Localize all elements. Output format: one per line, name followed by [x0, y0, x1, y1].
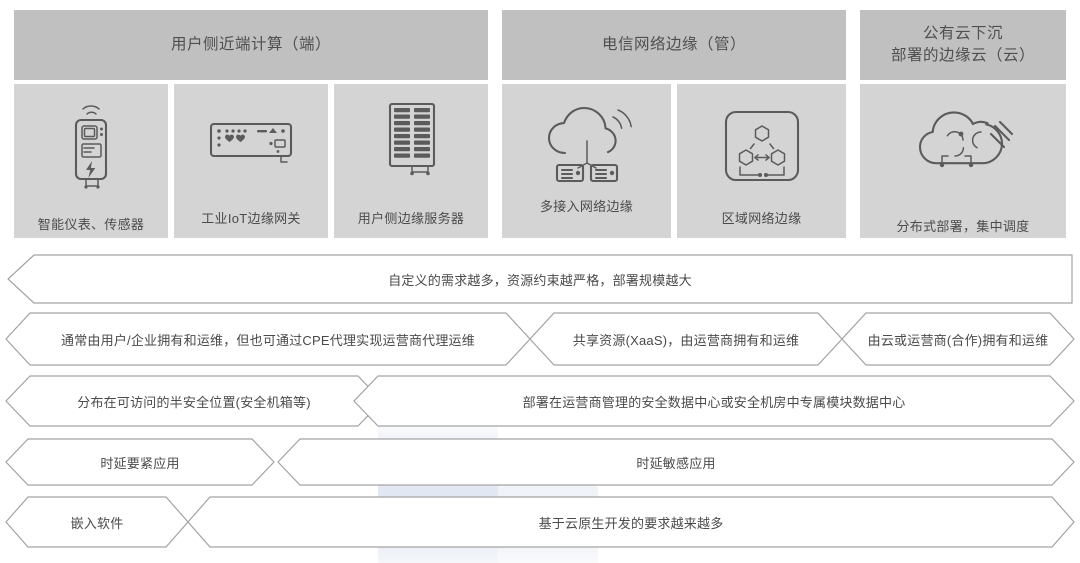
arrow-latency-critical[interactable]: 时延要紧应用: [4, 436, 276, 488]
group-public-cloud-edge-cards: 分布式部署，集中调度: [860, 84, 1066, 238]
band-ownership: 通常由用户/企业拥有和运维，但也可通过CPE代理实现运营商代理运维 共享资源(X…: [0, 310, 1080, 368]
group-edge-device: 用户侧近端计算（端）: [14, 10, 488, 238]
card-iot-gateway[interactable]: 工业IoT边缘网关: [174, 84, 328, 238]
cloud-access-icon: [502, 84, 671, 194]
iot-gateway-icon: [174, 84, 328, 196]
card-regional-edge[interactable]: 区域网络边缘: [677, 84, 846, 238]
card-edge-server[interactable]: 用户侧边缘服务器: [334, 84, 488, 238]
arrow-location-semisecure[interactable]: 分布在可访问的半安全位置(安全机箱等): [4, 373, 384, 429]
card-edge-server-caption: 用户侧边缘服务器: [357, 211, 465, 226]
arrow-ownership-user[interactable]: 通常由用户/企业拥有和运维，但也可通过CPE代理实现运营商代理运维: [4, 310, 532, 368]
group-public-cloud-edge-heading: 公有云下沉 部署的边缘云（云）: [860, 10, 1066, 80]
band-software: 嵌入软件 基于云原生开发的要求越来越多: [0, 494, 1080, 550]
group-edge-device-heading: 用户侧近端计算（端）: [14, 10, 488, 80]
arrow-software-cloudnative[interactable]: 基于云原生开发的要求越来越多: [186, 494, 1076, 550]
smart-meter-icon: [14, 84, 168, 202]
band-location: 分布在可访问的半安全位置(安全机箱等) 部署在运营商管理的安全数据中心或安全机房…: [0, 373, 1080, 429]
server-rack-icon: [334, 84, 488, 196]
heading-line-1: 公有云下沉: [922, 24, 1003, 42]
card-smart-meter[interactable]: 智能仪表、传感器: [14, 84, 168, 238]
arrow-scale[interactable]: 自定义的需求越多，资源约束越严格，部署规模越大: [6, 253, 1074, 305]
heading-line-2: 部署的边缘云（云）: [890, 47, 1035, 64]
band-scale: 自定义的需求越多，资源约束越严格，部署规模越大: [0, 253, 1080, 305]
card-multi-access-edge[interactable]: 多接入网络边缘: [502, 84, 671, 238]
arrow-location-datacenter[interactable]: 部署在运营商管理的安全数据中心或安全机房中专属模块数据中心: [352, 373, 1076, 429]
card-distributed-cloud-caption: 分布式部署，集中调度: [896, 219, 1030, 234]
arrow-ownership-operator[interactable]: 共享资源(XaaS)，由运营商拥有和运维: [528, 310, 844, 368]
band-latency: 时延要紧应用 时延敏感应用: [0, 436, 1080, 488]
group-telecom-edge: 电信网络边缘（管）: [502, 10, 846, 238]
arrow-latency-sensitive[interactable]: 时延敏感应用: [276, 436, 1076, 488]
regional-network-icon: [677, 84, 846, 208]
card-smart-meter-caption: 智能仪表、传感器: [37, 217, 145, 232]
cloud-distributed-icon: [860, 84, 1066, 202]
card-regional-edge-caption: 区域网络边缘: [721, 211, 802, 226]
group-public-cloud-edge: 公有云下沉 部署的边缘云（云）: [860, 10, 1066, 238]
card-multi-access-edge-caption: 多接入网络边缘: [539, 199, 634, 214]
arrow-ownership-cloud[interactable]: 由云或运营商(合作)拥有和运维: [840, 310, 1076, 368]
group-telecom-edge-cards: 多接入网络边缘: [502, 84, 846, 238]
arrow-software-embedded[interactable]: 嵌入软件: [4, 494, 190, 550]
card-iot-gateway-caption: 工业IoT边缘网关: [201, 211, 301, 226]
group-edge-device-cards: 智能仪表、传感器: [14, 84, 488, 238]
card-distributed-cloud[interactable]: 分布式部署，集中调度: [860, 84, 1066, 238]
group-telecom-edge-heading: 电信网络边缘（管）: [502, 10, 846, 80]
